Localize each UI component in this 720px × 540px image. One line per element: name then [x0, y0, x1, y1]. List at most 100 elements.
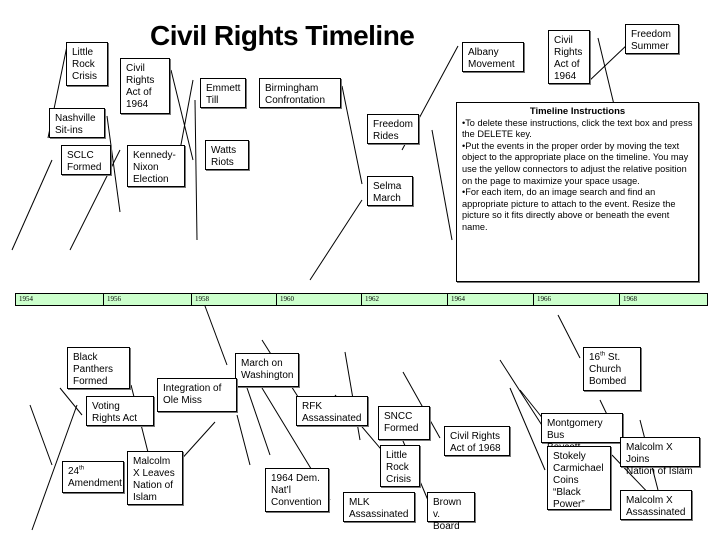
- timeline-year: 1962: [362, 294, 448, 305]
- event-text-line: Convention: [271, 497, 322, 508]
- event-march-on-washington[interactable]: March on Washington: [235, 353, 299, 387]
- event-text-line: Islam: [133, 492, 157, 503]
- event-16th-st-church-bombed[interactable]: 16th St. Church Bombed: [583, 347, 641, 391]
- event-text-line: Nation of Islam: [626, 466, 693, 477]
- connector-line: [341, 85, 363, 185]
- event-text-line: March: [373, 193, 401, 204]
- connector-line: [11, 159, 53, 251]
- event-nashville-sit-ins[interactable]: Nashville Sit-ins: [49, 108, 105, 138]
- page-title: Civil Rights Timeline: [150, 20, 415, 51]
- connector-line: [557, 314, 581, 359]
- event-text-line: Power”: [553, 499, 585, 510]
- event-text-number: 24: [68, 466, 80, 477]
- timeline-year: 1954: [16, 294, 104, 305]
- event-24th-amendment[interactable]: 24th Amendment: [62, 461, 124, 493]
- instructions-title: Timeline Instructions: [529, 106, 626, 117]
- event-text-line: Act of: [126, 87, 152, 98]
- event-text-line: Integration of: [163, 383, 222, 394]
- event-civil-rights-act-1964-right[interactable]: Civil Rights Act of 1964: [548, 30, 590, 84]
- event-text-line: Little: [72, 47, 94, 58]
- event-civil-rights-act-1968[interactable]: Civil Rights Act of 1968: [444, 426, 510, 456]
- event-text-line: Crisis: [386, 474, 411, 485]
- event-text-line: Montgomery Bus: [547, 418, 603, 441]
- event-black-panthers-formed[interactable]: Black Panthers Formed: [67, 347, 130, 389]
- event-text-line: Selma: [373, 181, 402, 192]
- event-text-line: SCLC: [67, 150, 94, 161]
- event-kennedy-nixon-election[interactable]: Kennedy- Nixon Election: [127, 145, 185, 187]
- connector-line: [509, 387, 546, 471]
- event-text-line: Rights Act: [92, 413, 138, 424]
- connector-line: [499, 359, 546, 431]
- connector-line: [59, 387, 83, 416]
- event-text-line: Amendment: [68, 478, 122, 489]
- event-text-line: Albany: [468, 47, 499, 58]
- connector-line: [194, 99, 198, 241]
- event-mlk-assassinated[interactable]: MLK Assassinated: [343, 492, 415, 522]
- event-watts-riots[interactable]: Watts Riots: [205, 140, 249, 170]
- event-freedom-rides[interactable]: Freedom Rides: [367, 114, 419, 144]
- event-text-line: Black: [73, 352, 98, 363]
- event-malcolm-x-assassinated[interactable]: Malcolm X Assassinated: [620, 490, 692, 520]
- event-stokely-carmichael[interactable]: Stokely Carmichael Coins “Black Power”: [547, 446, 611, 510]
- event-little-rock-crisis-lower[interactable]: Little Rock Crisis: [380, 445, 420, 487]
- event-little-rock-crisis[interactable]: Little Rock Crisis: [66, 42, 108, 86]
- event-text-line: Brown: [433, 497, 462, 508]
- event-text-line: Malcolm: [133, 456, 171, 467]
- event-text-line: Nat’l: [271, 485, 292, 496]
- event-text-line: Civil: [126, 63, 145, 74]
- event-malcolm-x-leaves-noi[interactable]: Malcolm X Leaves Nation of Islam: [127, 451, 183, 505]
- event-text-line: MLK: [349, 497, 370, 508]
- event-text-line: Assassinated: [302, 413, 362, 424]
- event-selma-march[interactable]: Selma March: [367, 176, 413, 206]
- event-text-line: Kennedy-: [133, 150, 176, 161]
- event-text-line: v. Board: [433, 509, 460, 532]
- event-text-line: Election: [133, 174, 169, 185]
- event-text-line: Emmett: [206, 83, 241, 94]
- event-text-line: Formed: [384, 423, 419, 434]
- event-text-line: Church: [589, 364, 622, 375]
- event-sclc-formed[interactable]: SCLC Formed: [61, 145, 111, 175]
- event-text-line: March on: [241, 358, 283, 369]
- event-text-line: Washington: [241, 370, 294, 381]
- event-emmett-till[interactable]: Emmett Till: [200, 78, 246, 108]
- event-montgomery-bus-boycott[interactable]: Montgomery Bus Boycott: [541, 413, 623, 453]
- connector-line: [204, 305, 228, 366]
- event-brown-v-board[interactable]: Brown v. Board: [427, 492, 475, 532]
- connector-line: [431, 129, 453, 241]
- event-text-line: Assassinated: [349, 509, 409, 520]
- connector-line: [587, 43, 629, 83]
- event-text-number: 16: [589, 352, 601, 363]
- event-freedom-summer[interactable]: Freedom Summer: [625, 24, 679, 54]
- timeline-year: 1956: [104, 294, 192, 305]
- event-text-line: “Black: [553, 487, 581, 498]
- timeline-instructions[interactable]: Timeline Instructions •To delete these i…: [456, 102, 699, 282]
- event-text-line: Malcolm X: [626, 495, 673, 506]
- event-text-line: Act of: [554, 59, 580, 70]
- event-birmingham-confrontation[interactable]: Birmingham Confrontation: [259, 78, 341, 108]
- timeline-year: 1964: [448, 294, 534, 305]
- instruction-item: •For each item, do an image search and f…: [462, 187, 676, 232]
- event-albany-movement[interactable]: Albany Movement: [462, 42, 524, 72]
- event-text-line: Rock: [72, 59, 95, 70]
- event-voting-rights-act[interactable]: Voting Rights Act: [86, 396, 154, 426]
- event-sncc-formed[interactable]: SNCC Formed: [378, 406, 430, 440]
- connector-line: [179, 79, 194, 151]
- event-1964-dem-convention[interactable]: 1964 Dem. Nat’l Convention: [265, 468, 329, 512]
- event-text-line: Rides: [373, 131, 399, 142]
- event-rfk-assassinated[interactable]: RFK Assassinated: [296, 396, 368, 426]
- event-civil-rights-act-1964[interactable]: Civil Rights Act of 1964: [120, 58, 170, 114]
- event-text-line: Carmichael: [553, 463, 604, 474]
- event-text-line: Sit-ins: [55, 125, 83, 136]
- timeline-year: 1966: [534, 294, 620, 305]
- event-text-line: Rock: [386, 462, 409, 473]
- event-text-line: SNCC: [384, 411, 413, 422]
- event-text-line: Watts: [211, 145, 237, 156]
- event-text-line: Summer: [631, 41, 669, 52]
- event-text-rest: St.: [605, 352, 621, 363]
- event-text-line: Voting: [92, 401, 120, 412]
- event-text-line: Bombed: [589, 376, 627, 387]
- event-text-line: Riots: [211, 157, 234, 168]
- event-integration-ole-miss[interactable]: Integration of Ole Miss: [157, 378, 237, 412]
- event-malcolm-x-joins-noi[interactable]: Malcolm X Joins Nation of Islam: [620, 437, 700, 477]
